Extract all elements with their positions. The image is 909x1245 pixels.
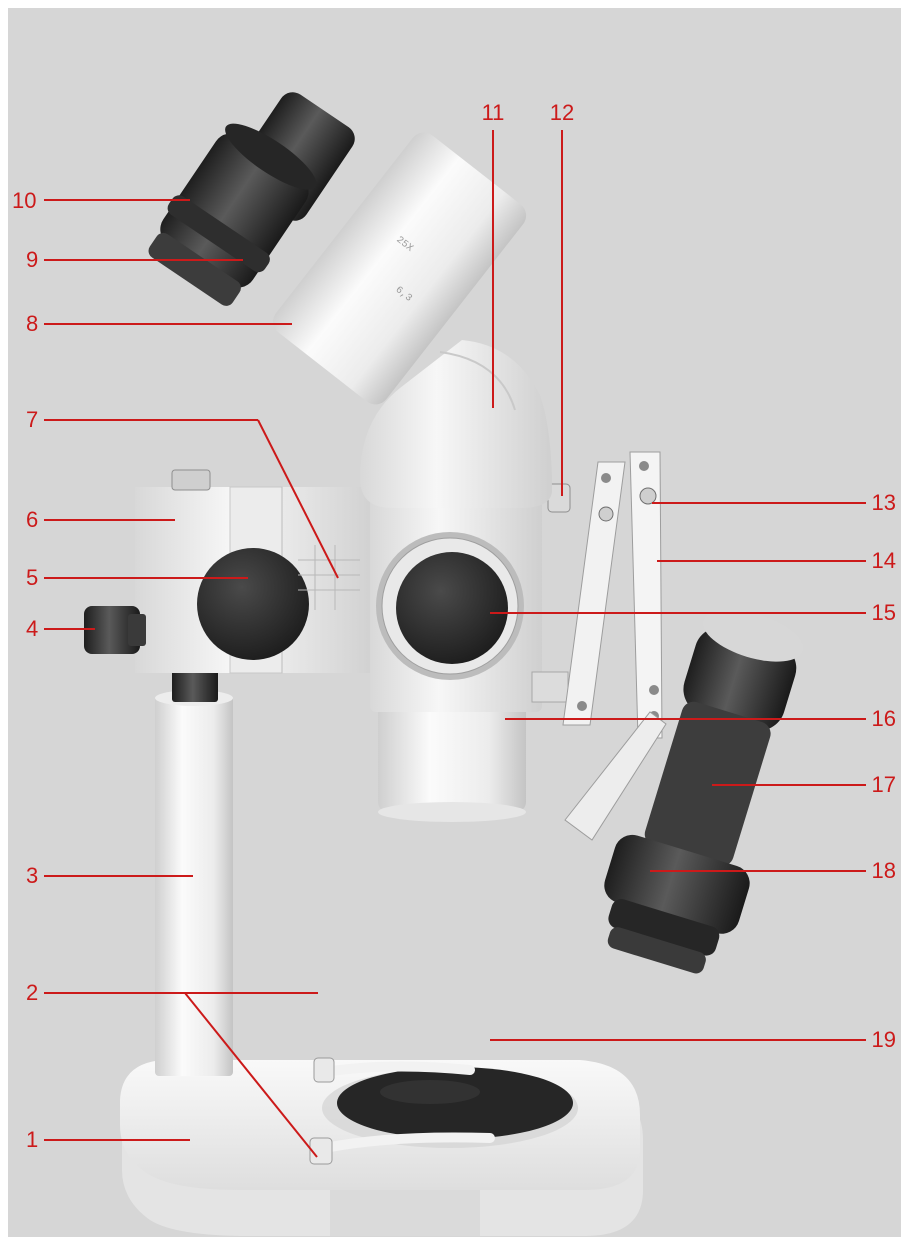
microscope-body	[360, 340, 571, 822]
callout-label-11: 11	[482, 100, 505, 125]
callout-label-10: 10	[12, 188, 36, 213]
callout-label-3: 3	[26, 863, 38, 888]
callout-label-2: 2	[26, 980, 38, 1005]
callout-label-14: 14	[872, 548, 896, 573]
callout-label-15: 15	[872, 600, 896, 625]
illuminator-lamp	[604, 609, 804, 974]
callout-label-8: 8	[26, 311, 38, 336]
pillar	[155, 668, 233, 1076]
callout-label-5: 5	[26, 565, 38, 590]
illuminator-arm	[562, 451, 667, 841]
microscope-base	[120, 1057, 643, 1236]
callout-label-6: 6	[26, 507, 38, 532]
leader-lines	[44, 130, 866, 1158]
callout-label-1: 1	[26, 1127, 38, 1152]
callout-label-17: 17	[872, 772, 896, 797]
callout-label-16: 16	[872, 706, 896, 731]
callout-label-7: 7	[26, 407, 38, 432]
callout-label-13: 13	[872, 490, 896, 515]
leader-line-7-1	[257, 419, 339, 579]
leader-line-2-2	[184, 992, 318, 1158]
binocular-head: 25X 6,3	[148, 92, 527, 405]
callout-label-9: 9	[26, 247, 38, 272]
callout-label-18: 18	[872, 858, 896, 883]
callout-label-4: 4	[26, 616, 38, 641]
focusing-arm	[84, 469, 380, 674]
callout-label-12: 12	[550, 100, 574, 125]
callout-label-19: 19	[872, 1027, 896, 1052]
